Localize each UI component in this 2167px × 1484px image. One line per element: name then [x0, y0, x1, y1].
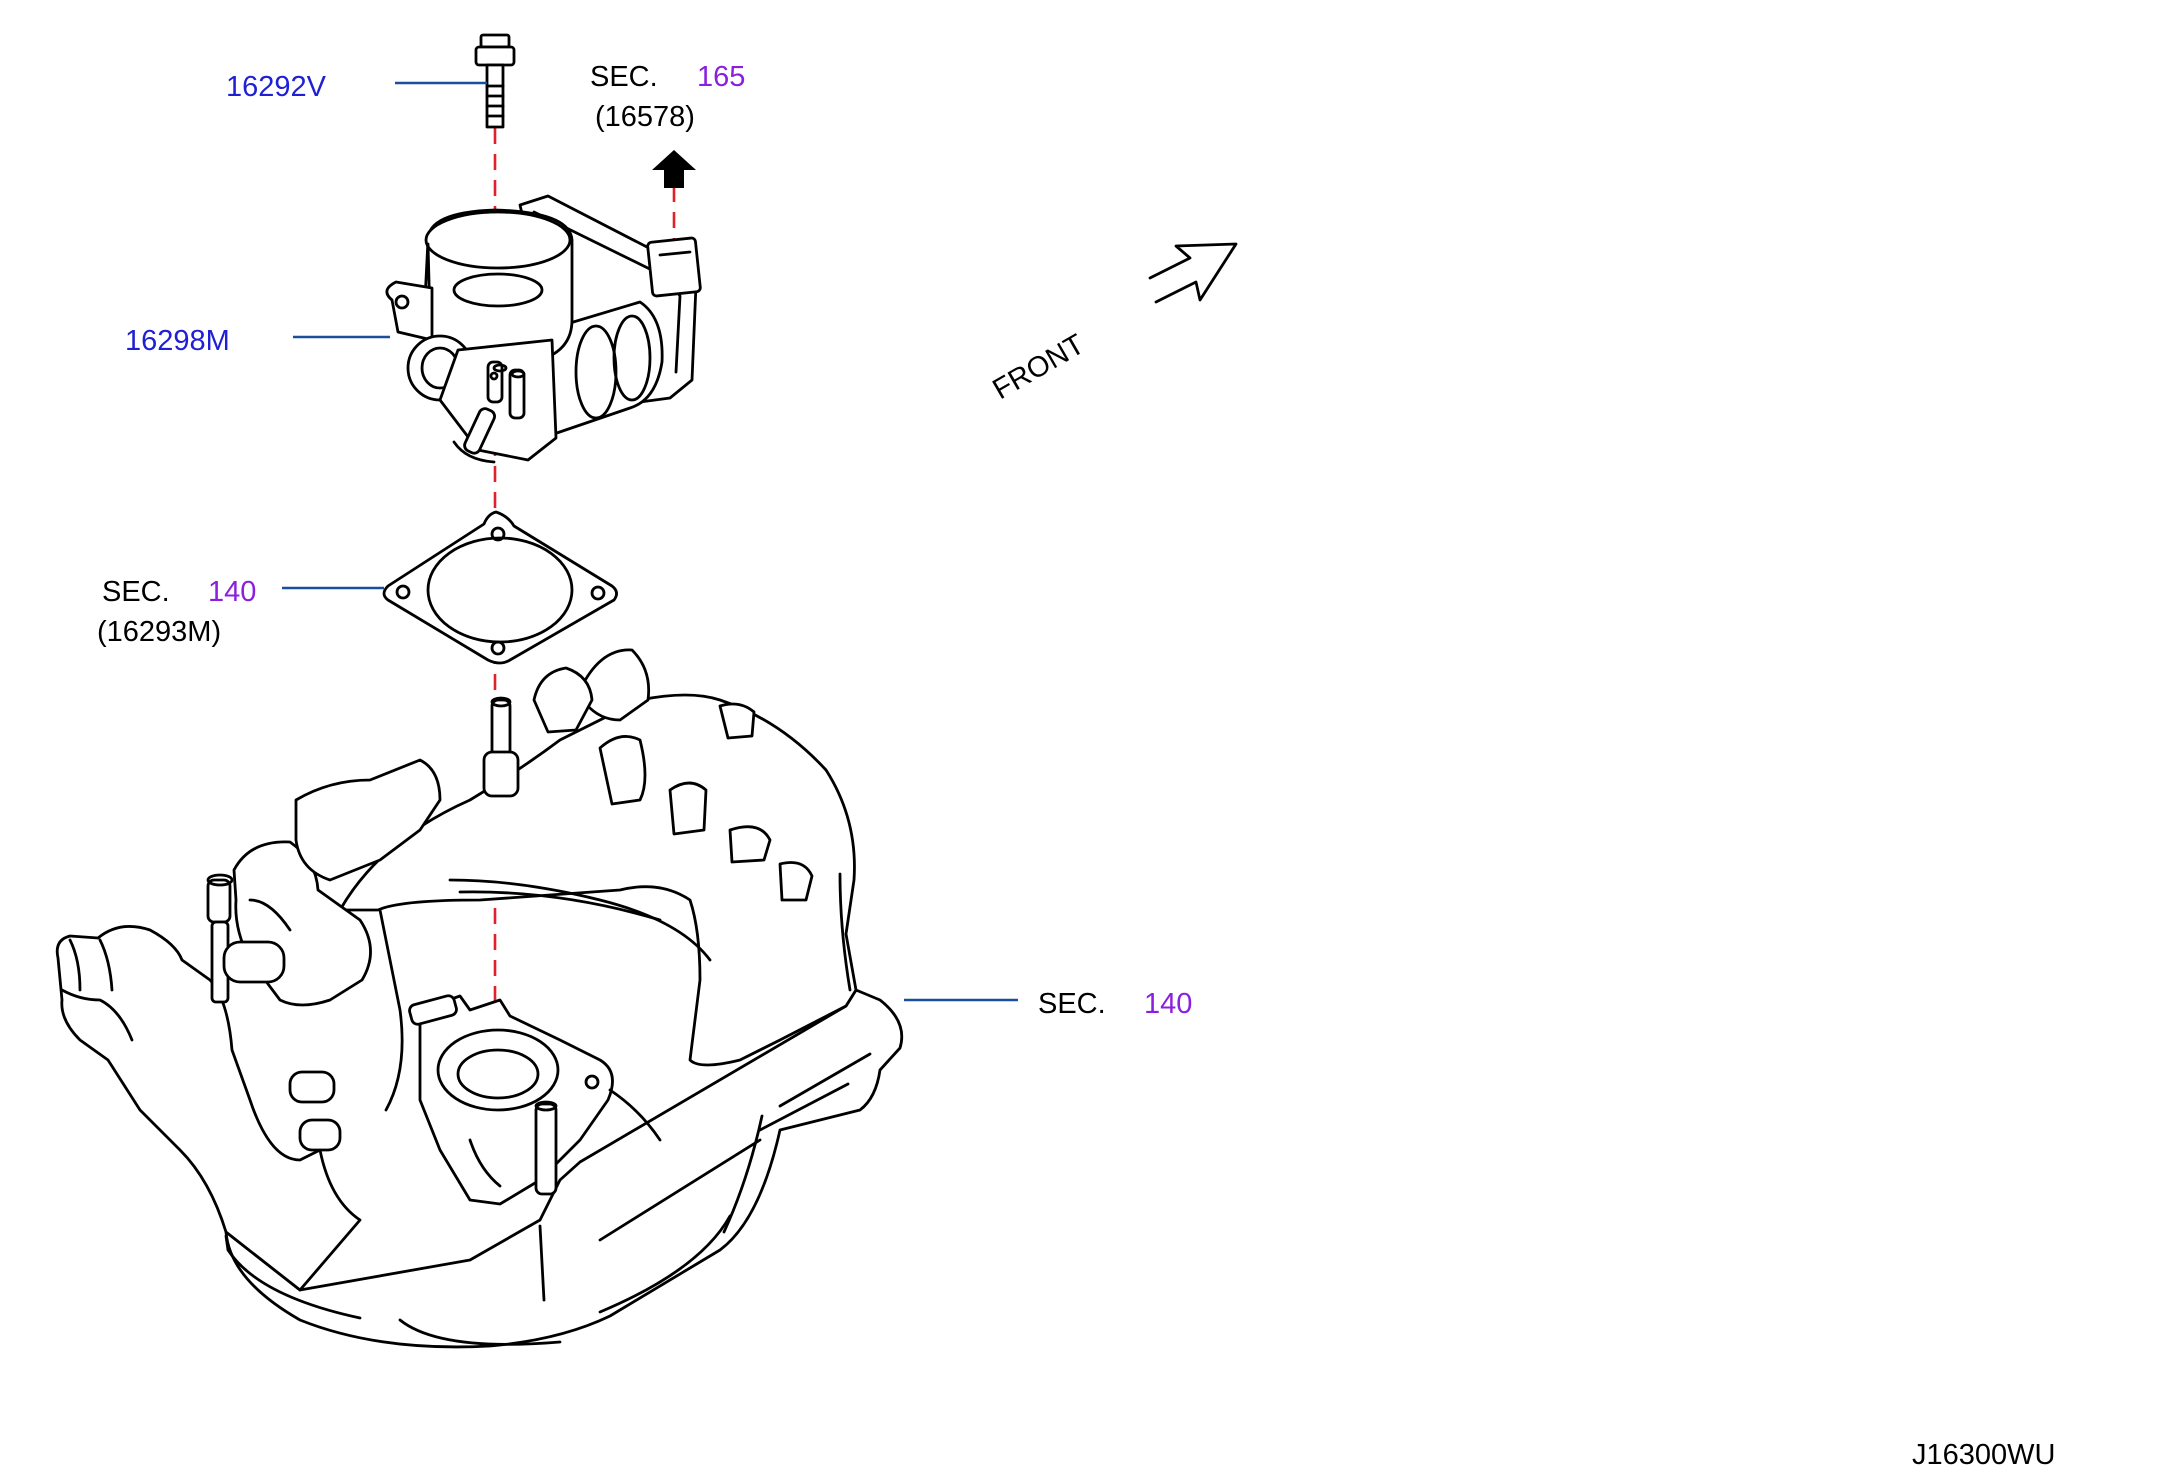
intake-manifold-illustration[interactable]: [55, 648, 904, 1349]
throttle-body-part-number-link[interactable]: 16298M: [125, 325, 230, 357]
manifold-sec-label: SEC.: [1038, 988, 1106, 1020]
throttle-body-illustration[interactable]: [385, 194, 702, 464]
sensor-sec-label: SEC.: [590, 61, 658, 93]
leader-lines: [282, 81, 1018, 1002]
front-label: FRONT: [988, 328, 1091, 406]
bolt-icon[interactable]: [474, 33, 516, 129]
sensor-sec-number-link[interactable]: 165: [697, 61, 745, 93]
front-direction-indicator: FRONT: [988, 242, 1238, 406]
manifold-sec-number-link[interactable]: 140: [1144, 988, 1192, 1020]
diagram-code: J16300WU: [1912, 1439, 2055, 1471]
sensor-part-ref: (16578): [595, 101, 695, 133]
gasket-part-ref: (16293M): [97, 616, 221, 648]
gasket-sec-label: SEC.: [102, 576, 170, 608]
bolt-part-number-link[interactable]: 16292V: [226, 71, 327, 103]
front-arrow-icon: [1148, 242, 1238, 304]
up-arrow-icon: [652, 150, 696, 188]
gasket-sec-number-link[interactable]: 140: [208, 576, 256, 608]
gasket-illustration[interactable]: [382, 510, 618, 665]
